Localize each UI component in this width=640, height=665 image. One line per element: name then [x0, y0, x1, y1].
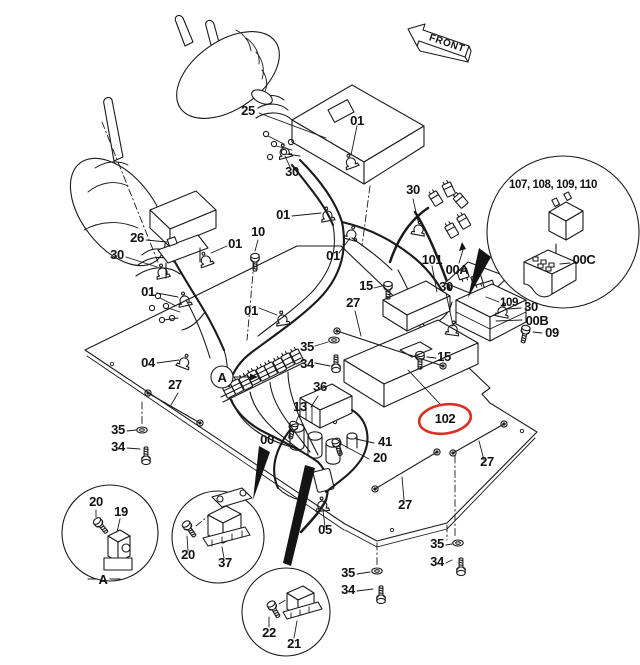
callout-30-b: 30	[406, 182, 420, 197]
callout-35-b: 35	[111, 422, 125, 437]
callout-26: 26	[130, 230, 144, 245]
harness-leader-wedges	[253, 248, 491, 566]
solenoid-valve-block	[273, 383, 369, 501]
controller-102-box	[343, 319, 479, 408]
callout-20-a: 20	[373, 450, 387, 465]
callout-34-d: 34	[430, 554, 445, 569]
callout-05: 05	[318, 522, 332, 537]
callout-35-a: 35	[300, 339, 314, 354]
front-label: FRONT	[428, 32, 467, 54]
callout-00b: 00B	[526, 313, 549, 328]
callout-relays-107-110: 107, 108, 109, 110	[509, 179, 597, 191]
callout-27-d: 27	[480, 454, 494, 469]
callout-01-c: 01	[326, 248, 340, 263]
callout-27-b: 27	[168, 377, 182, 392]
callout-00a: 00A	[446, 262, 470, 277]
callout-27-c: 27	[398, 497, 412, 512]
callout-section-a-label: A	[99, 572, 109, 587]
callout-22: 22	[262, 625, 276, 640]
callout-15-a: 15	[359, 278, 373, 293]
pilot-lever-left	[69, 96, 226, 359]
pilot-lever-top	[174, 14, 425, 227]
section-marker-a	[210, 365, 258, 389]
callout-41: 41	[378, 434, 392, 449]
callout-102-highlighted: 102	[435, 411, 456, 426]
detail-circle-a	[61, 484, 159, 582]
detail-circle-relays	[486, 155, 640, 309]
callout-09: 09	[545, 325, 559, 340]
callout-30-d: 30	[439, 279, 453, 294]
callout-109: 109	[500, 297, 518, 309]
detail-circle-sensor-37	[171, 487, 265, 584]
front-arrow: FRONT	[407, 23, 472, 63]
callout-35-d: 35	[430, 536, 444, 551]
connector-bank	[220, 345, 319, 456]
callout-labels: 25 01 30 30 01 01 10 01 26 30 01 01 101 …	[89, 103, 597, 651]
controller-upper-box	[382, 280, 451, 332]
base-plate	[84, 185, 538, 567]
fuse-box-00b	[455, 283, 527, 342]
callout-20-b: 20	[89, 494, 103, 509]
callout-27-a: 27	[346, 295, 360, 310]
callout-01-a: 01	[350, 113, 364, 128]
callout-37: 37	[218, 555, 232, 570]
callout-36: 36	[313, 379, 327, 394]
callout-35-c: 35	[341, 565, 355, 580]
callout-00c: 00C	[573, 252, 597, 267]
callout-30-a: 30	[285, 164, 299, 179]
callout-30-e: 30	[524, 299, 538, 314]
callout-25: 25	[241, 103, 255, 118]
leader-lines	[95, 112, 543, 639]
callout-101: 101	[422, 252, 443, 267]
callout-10: 10	[251, 224, 265, 239]
detail-circle-sensor-21	[241, 567, 331, 657]
callout-13: 13	[293, 399, 307, 414]
callout-21: 21	[287, 636, 301, 651]
callout-00: 00	[260, 432, 274, 447]
stay-rods	[144, 327, 508, 493]
callout-30-c: 30	[110, 247, 124, 262]
callout-01-f: 01	[244, 303, 258, 318]
callout-section-a-marker: A	[218, 370, 228, 385]
callout-19: 19	[114, 504, 128, 519]
callout-15-b: 15	[437, 349, 451, 364]
callout-34-b: 34	[111, 439, 126, 454]
callout-01-e: 01	[141, 284, 155, 299]
callout-34-a: 34	[300, 356, 315, 371]
callout-20-c: 20	[181, 547, 195, 562]
highlight-ellipse-102	[417, 402, 473, 436]
callout-04: 04	[141, 355, 156, 370]
callout-01-b: 01	[276, 207, 290, 222]
callout-01-d: 01	[228, 236, 242, 251]
callout-34-c: 34	[341, 582, 356, 597]
